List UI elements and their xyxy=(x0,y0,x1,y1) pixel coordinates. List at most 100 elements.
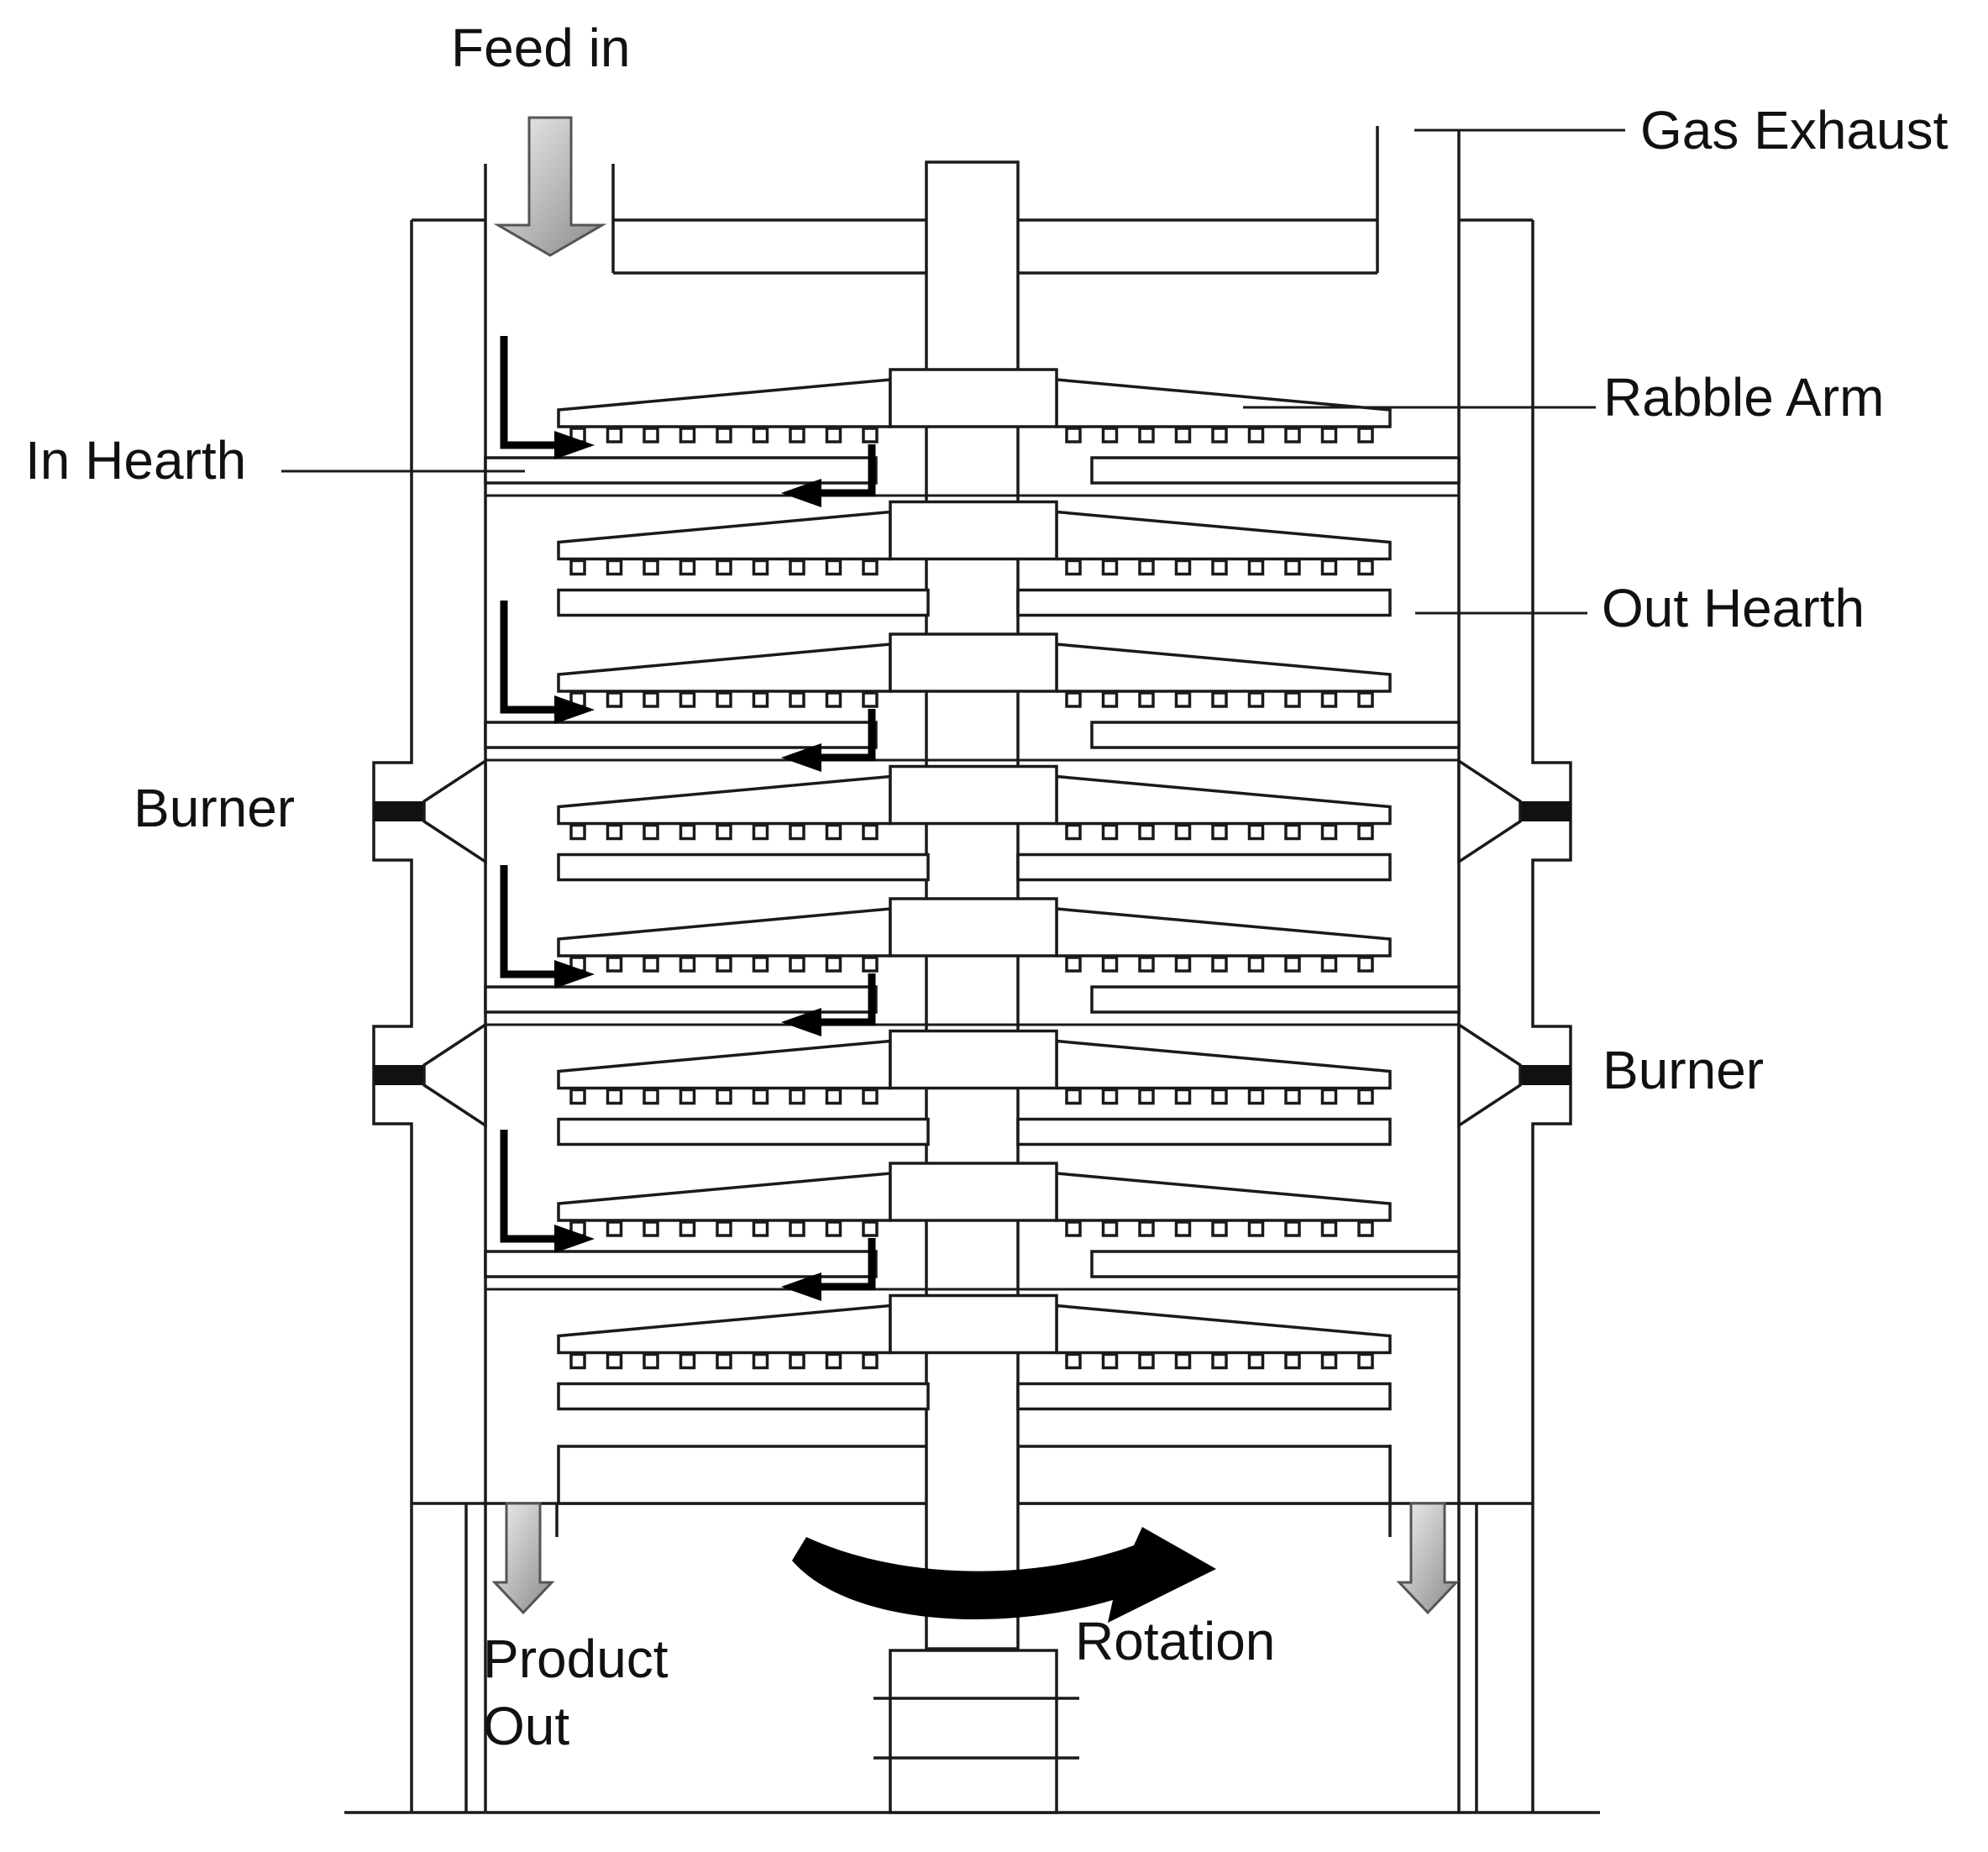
rabble-tooth-right-6-5 xyxy=(1211,1088,1228,1105)
flow-arrowhead-left-4 xyxy=(781,1272,821,1301)
bottom-hearth-left xyxy=(557,1445,930,1505)
rabble-tooth-right-7-4 xyxy=(1174,1220,1192,1237)
rabble-tooth-right-6-4 xyxy=(1174,1088,1192,1105)
in-hearth-label: In Hearth xyxy=(25,430,247,491)
rabble-arm-left-8 xyxy=(557,1304,892,1355)
rabble-tooth-right-1-8 xyxy=(1320,427,1338,443)
burner-nozzle-left-2 xyxy=(374,1065,424,1085)
rabble-tooth-left-8-7 xyxy=(789,1352,805,1370)
rabble-tooth-right-3-4 xyxy=(1174,691,1192,708)
hearth-group xyxy=(484,456,1461,1411)
in-hearth-left-3 xyxy=(484,721,878,749)
burner-flame-cone-left-1 xyxy=(422,758,487,865)
rabble-tooth-left-3-2 xyxy=(606,691,623,708)
rabble-tooth-right-1-2 xyxy=(1101,427,1119,443)
rabble-tooth-left-7-6 xyxy=(752,1220,769,1237)
rabble-tooth-right-5-5 xyxy=(1211,956,1228,973)
rabble-tooth-left-8-1 xyxy=(569,1352,586,1370)
rabble-tooth-right-2-5 xyxy=(1211,559,1228,576)
burner-nozzle-right-2 xyxy=(1520,1065,1571,1085)
in-hearth-right-1 xyxy=(1090,456,1461,485)
rabble-tooth-right-8-7 xyxy=(1284,1352,1301,1370)
rabble-tooth-right-2-9 xyxy=(1357,559,1374,576)
rabble-arm-right-3 xyxy=(1055,643,1392,693)
rabble-tooth-right-1-5 xyxy=(1211,427,1228,443)
rabble-tooth-left-6-8 xyxy=(825,1088,842,1105)
flow-arrowhead-left-3 xyxy=(781,1008,821,1036)
rabble-tooth-right-2-2 xyxy=(1101,559,1119,576)
rabble-tooth-right-4-4 xyxy=(1174,823,1192,841)
rabble-tooth-left-6-5 xyxy=(716,1088,732,1105)
rabble-tooth-left-4-6 xyxy=(752,823,769,841)
rabble-arm-right-5 xyxy=(1055,907,1392,957)
rabble-tooth-right-7-2 xyxy=(1101,1220,1119,1237)
arm-hub-8 xyxy=(889,1293,1058,1355)
rabble-tooth-left-8-3 xyxy=(643,1352,659,1370)
arm-hub-6 xyxy=(889,1029,1058,1090)
rabble-tooth-left-8-8 xyxy=(825,1352,842,1370)
out-hearth-right-8 xyxy=(1016,1382,1392,1411)
rabble-arm-left-5 xyxy=(557,907,892,957)
arm-hub-7 xyxy=(889,1162,1058,1222)
material-flow-arrows xyxy=(491,116,1460,1623)
flow-arrowhead-left-1 xyxy=(781,479,821,507)
rabble-tooth-left-6-7 xyxy=(789,1088,805,1105)
rabble-tooth-left-2-8 xyxy=(825,559,842,576)
out-hearth-left-4 xyxy=(557,853,930,882)
rabble-tooth-right-2-1 xyxy=(1065,559,1082,576)
rabble-tooth-right-1-1 xyxy=(1065,427,1082,443)
flow-arrowhead-right-1 xyxy=(554,431,595,459)
arm-hub-5 xyxy=(889,897,1058,957)
rabble-tooth-right-2-4 xyxy=(1174,559,1192,576)
feed-in-arrow xyxy=(493,116,607,257)
rabble-tooth-right-3-3 xyxy=(1138,691,1155,708)
feed-in-label: Feed in xyxy=(451,18,631,78)
rabble-tooth-left-5-8 xyxy=(825,956,842,973)
rabble-tooth-left-2-2 xyxy=(606,559,623,576)
rabble-tooth-right-5-1 xyxy=(1065,956,1082,973)
rabble-tooth-left-8-4 xyxy=(679,1352,696,1370)
rabble-tooth-right-4-3 xyxy=(1138,823,1155,841)
product-out-label: Product Out xyxy=(483,1629,669,1756)
rabble-tooth-left-8-5 xyxy=(716,1352,732,1370)
rabble-tooth-left-1-9 xyxy=(862,427,879,443)
rabble-tooth-left-4-8 xyxy=(825,823,842,841)
rabble-arm-left-1 xyxy=(557,378,892,428)
rabble-tooth-left-4-2 xyxy=(606,823,623,841)
rabble-tooth-right-7-1 xyxy=(1065,1220,1082,1237)
rabble-tooth-right-5-4 xyxy=(1174,956,1192,973)
rabble-tooth-left-2-7 xyxy=(789,559,805,576)
rabble-tooth-left-1-3 xyxy=(643,427,659,443)
rabble-tooth-right-6-2 xyxy=(1101,1088,1119,1105)
rabble-tooth-right-1-7 xyxy=(1284,427,1301,443)
in-hearth-right-5 xyxy=(1090,985,1461,1014)
rabble-arm-left-3 xyxy=(557,643,892,693)
arm-hub-4 xyxy=(889,764,1058,826)
rabble-tooth-right-4-5 xyxy=(1211,823,1228,841)
rabble-tooth-right-6-1 xyxy=(1065,1088,1082,1105)
arm-hub-1 xyxy=(889,368,1058,428)
rabble-tooth-right-1-9 xyxy=(1357,427,1374,443)
rabble-tooth-right-5-7 xyxy=(1284,956,1301,973)
bottom-hearth-right xyxy=(1016,1445,1392,1505)
rabble-tooth-right-3-6 xyxy=(1247,691,1265,708)
rabble-tooth-right-7-3 xyxy=(1138,1220,1155,1237)
rabble-tooth-right-1-6 xyxy=(1247,427,1265,443)
rabble-tooth-left-7-2 xyxy=(606,1220,623,1237)
rabble-tooth-right-6-3 xyxy=(1138,1088,1155,1105)
rabble-tooth-right-3-7 xyxy=(1284,691,1301,708)
rabble-tooth-left-2-9 xyxy=(862,559,879,576)
drive-base xyxy=(889,1649,1058,1814)
rabble-tooth-left-3-3 xyxy=(643,691,659,708)
flow-arrowhead-right-2 xyxy=(554,695,595,724)
rabble-tooth-right-7-6 xyxy=(1247,1220,1265,1237)
out-hearth-left-6 xyxy=(557,1117,930,1146)
in-hearth-right-7 xyxy=(1090,1250,1461,1278)
rabble-tooth-right-6-9 xyxy=(1357,1088,1374,1105)
rabble-tooth-right-2-7 xyxy=(1284,559,1301,576)
label-leader-lines xyxy=(281,129,1625,615)
out-hearth-right-4 xyxy=(1016,853,1392,882)
rabble-tooth-left-5-2 xyxy=(606,956,623,973)
